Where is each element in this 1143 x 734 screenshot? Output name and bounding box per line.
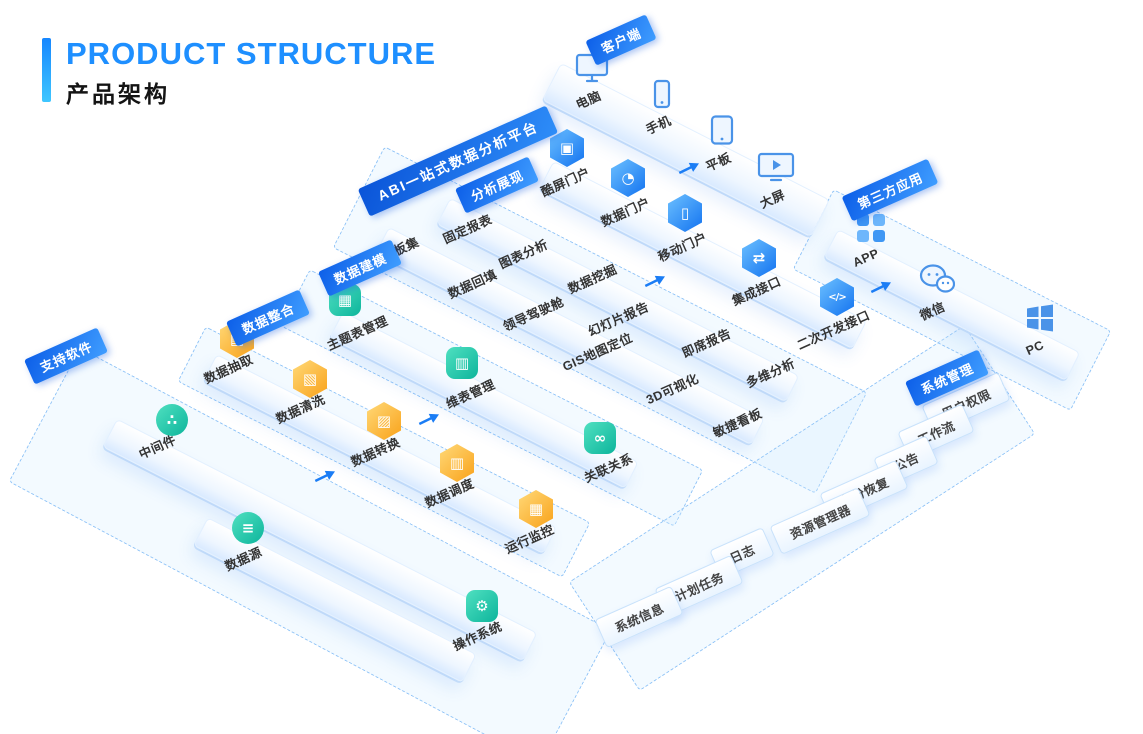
windows-icon	[1025, 303, 1055, 333]
phone-icon	[653, 79, 671, 109]
sq-dim-icon: ▥	[446, 347, 478, 379]
title-text: PRODUCT STRUCTURE 产品架构	[66, 36, 437, 109]
sq-os-icon: ⚙	[466, 590, 498, 622]
flow-arrow-icon	[676, 157, 704, 183]
tablet-icon	[710, 115, 734, 145]
icon-glyph: ▥	[440, 444, 474, 482]
icon-glyph: ▣	[550, 129, 584, 167]
icon-glyph: ∴	[156, 404, 188, 436]
icon-glyph: ⚙	[466, 590, 498, 622]
cir-middleware-icon: ∴	[156, 404, 188, 436]
bigscreen-icon	[757, 152, 795, 182]
flow-arrow-icon	[642, 270, 670, 296]
icon-glyph: ▨	[367, 402, 401, 440]
page-title-zh: 产品架构	[66, 80, 170, 107]
title-accent-bar	[42, 38, 51, 102]
sq-relation-icon: ∞	[584, 422, 616, 454]
icon-glyph: ≡	[232, 512, 264, 544]
hex-pie-icon: ◔	[611, 159, 645, 197]
tag-thirdparty: 第三方应用	[841, 158, 939, 222]
title-block: PRODUCT STRUCTURE 产品架构	[42, 36, 437, 109]
appgrid-icon	[855, 212, 887, 244]
tag-client: 客户端	[585, 14, 657, 66]
hex-transform-icon: ▨	[367, 402, 401, 440]
tag-integration: 数据整合	[225, 289, 311, 347]
hex-integrate-icon: ⇄	[742, 239, 776, 277]
icon-glyph: ◔	[611, 159, 645, 197]
icon-glyph: ∞	[584, 422, 616, 454]
hex-monitor-icon: ▦	[519, 490, 553, 528]
hex-devapi-icon: </>	[820, 278, 854, 316]
page-title-en: PRODUCT STRUCTURE	[66, 36, 437, 71]
hex-screen-icon: ▣	[550, 129, 584, 167]
flow-arrow-icon	[312, 465, 340, 491]
flow-arrow-icon	[416, 408, 444, 434]
wechat-icon	[919, 264, 955, 295]
hex-schedule-icon: ▥	[440, 444, 474, 482]
icon-glyph: ▥	[446, 347, 478, 379]
icon-glyph: ▧	[293, 360, 327, 398]
icon-glyph: </>	[820, 278, 854, 316]
icon-glyph: ▯	[668, 194, 702, 232]
flow-arrow-icon	[868, 276, 896, 302]
cir-datasource-icon: ≡	[232, 512, 264, 544]
hex-clean-icon: ▧	[293, 360, 327, 398]
icon-glyph: ⇄	[742, 239, 776, 277]
hex-mobile-icon: ▯	[668, 194, 702, 232]
